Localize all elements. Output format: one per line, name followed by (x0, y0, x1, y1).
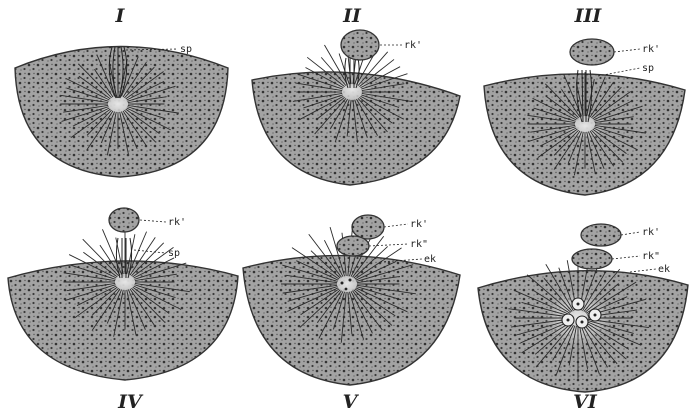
label-leader (384, 224, 408, 227)
polar-body (581, 224, 621, 246)
label-leader (621, 232, 640, 235)
polar-body (337, 236, 369, 256)
label-ek: ek (658, 264, 670, 275)
panel-i: sp (15, 44, 228, 177)
label-rk2: rk" (410, 239, 428, 250)
label-leader (630, 269, 656, 272)
polar-body (109, 208, 139, 232)
label-rk2: rk" (642, 251, 660, 262)
label-leader (614, 49, 640, 52)
polar-body (341, 30, 379, 60)
panel-numeral: IV (117, 391, 144, 413)
label-ek: ek (424, 254, 436, 265)
panel-vi: rk' rk" ek (478, 224, 688, 392)
label-rk: rk' (642, 44, 660, 55)
polar-body (352, 215, 384, 239)
label-sp: sp (180, 44, 192, 55)
label-sp: sp (642, 63, 654, 74)
label-leader (612, 256, 640, 259)
label-rk: rk' (404, 40, 422, 51)
label-leader (140, 220, 166, 222)
panel-numeral: V (343, 391, 360, 413)
panel-numeral: VI (573, 391, 598, 413)
panel-v: rk' rk" ek (243, 215, 460, 385)
panel-iv: rk' sp (8, 208, 238, 380)
label-leader (369, 244, 408, 246)
label-rk: rk' (168, 217, 186, 228)
label-leader (134, 250, 166, 253)
label-sp: sp (168, 248, 180, 259)
label-rk: rk' (410, 219, 428, 230)
panel-numeral: II (342, 5, 362, 27)
panel-numeral: I (115, 5, 126, 27)
panel-ii: rk' (252, 30, 460, 185)
polar-body (570, 39, 614, 65)
panel-numeral: III (574, 5, 603, 27)
panel-iii: rk' sp (484, 39, 685, 195)
polar-body (572, 249, 612, 269)
label-rk: rk' (642, 227, 660, 238)
